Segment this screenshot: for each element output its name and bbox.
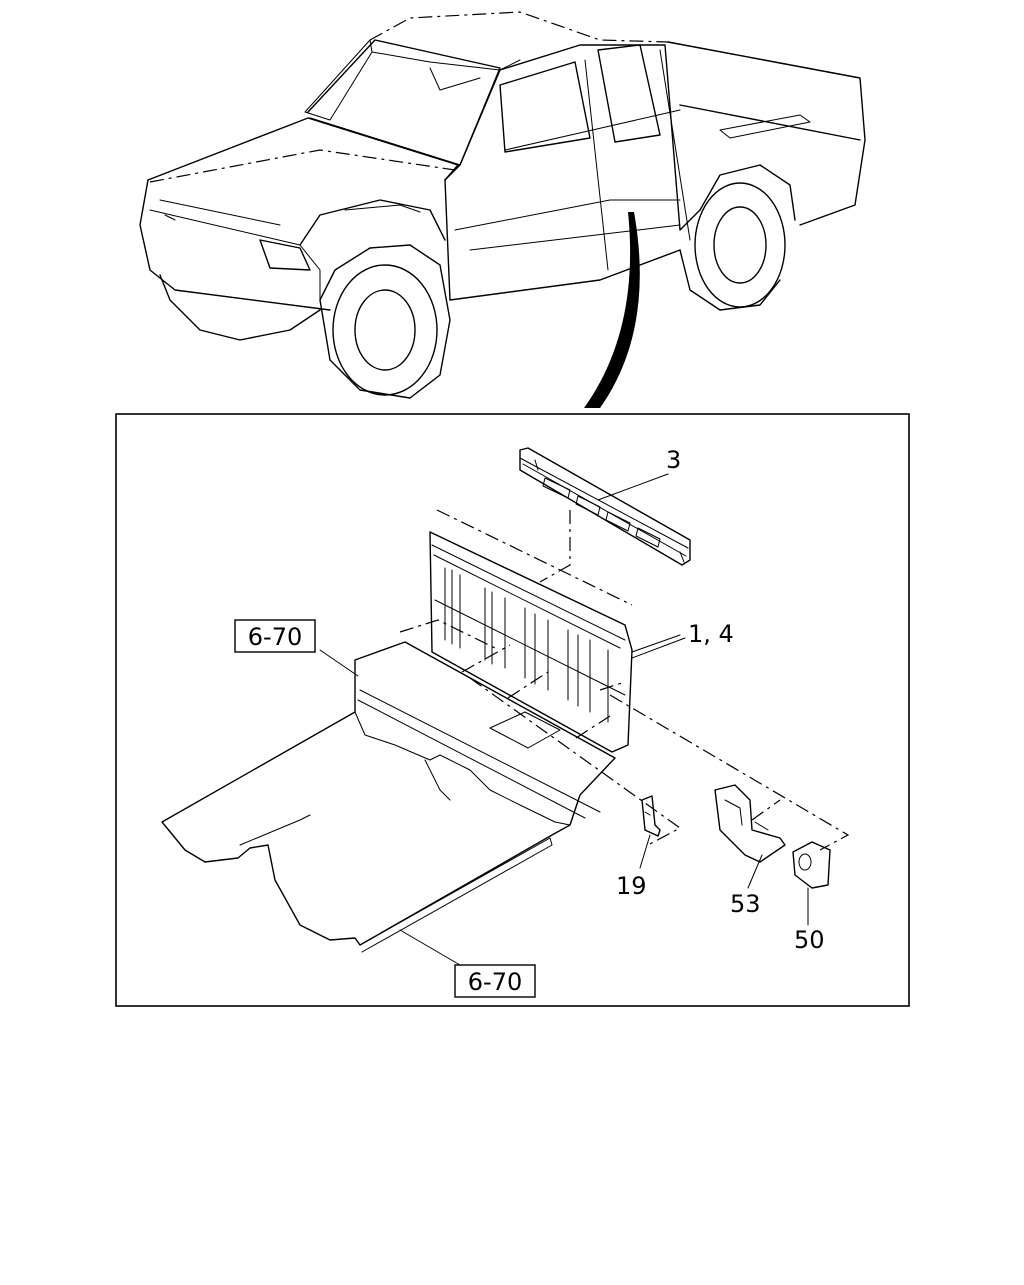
- leader-1-4: [631, 637, 686, 659]
- part-19-bracket: [639, 795, 661, 869]
- ref-box-bottom: 6-70: [454, 964, 536, 998]
- truck-illustration: [139, 11, 866, 408]
- part-53-bracket: [714, 784, 786, 889]
- rear-wheel: [694, 182, 786, 308]
- part-1-4-panel: [399, 509, 850, 851]
- front-door-window: [499, 61, 591, 153]
- callout-50: 50: [794, 926, 825, 954]
- leader-arrow: [584, 212, 640, 408]
- callout-1-4: 1, 4: [688, 620, 734, 648]
- detail-frame: [115, 413, 910, 1007]
- front-wheel: [332, 264, 438, 396]
- ref-upper-text: 6-70: [248, 623, 302, 651]
- callout-53: 53: [730, 890, 761, 918]
- ref-bottom-text: 6-70: [468, 968, 522, 996]
- callout-19: 19: [616, 872, 647, 900]
- ref-box-upper: 6-70: [234, 619, 316, 653]
- floor-panel: [161, 641, 616, 966]
- rear-door-window: [597, 44, 661, 143]
- part-50-bracket: [792, 841, 831, 926]
- leader-3: [597, 473, 669, 501]
- headlight: [259, 239, 311, 271]
- part-3-rail: [519, 447, 691, 566]
- callout-3: 3: [666, 446, 681, 474]
